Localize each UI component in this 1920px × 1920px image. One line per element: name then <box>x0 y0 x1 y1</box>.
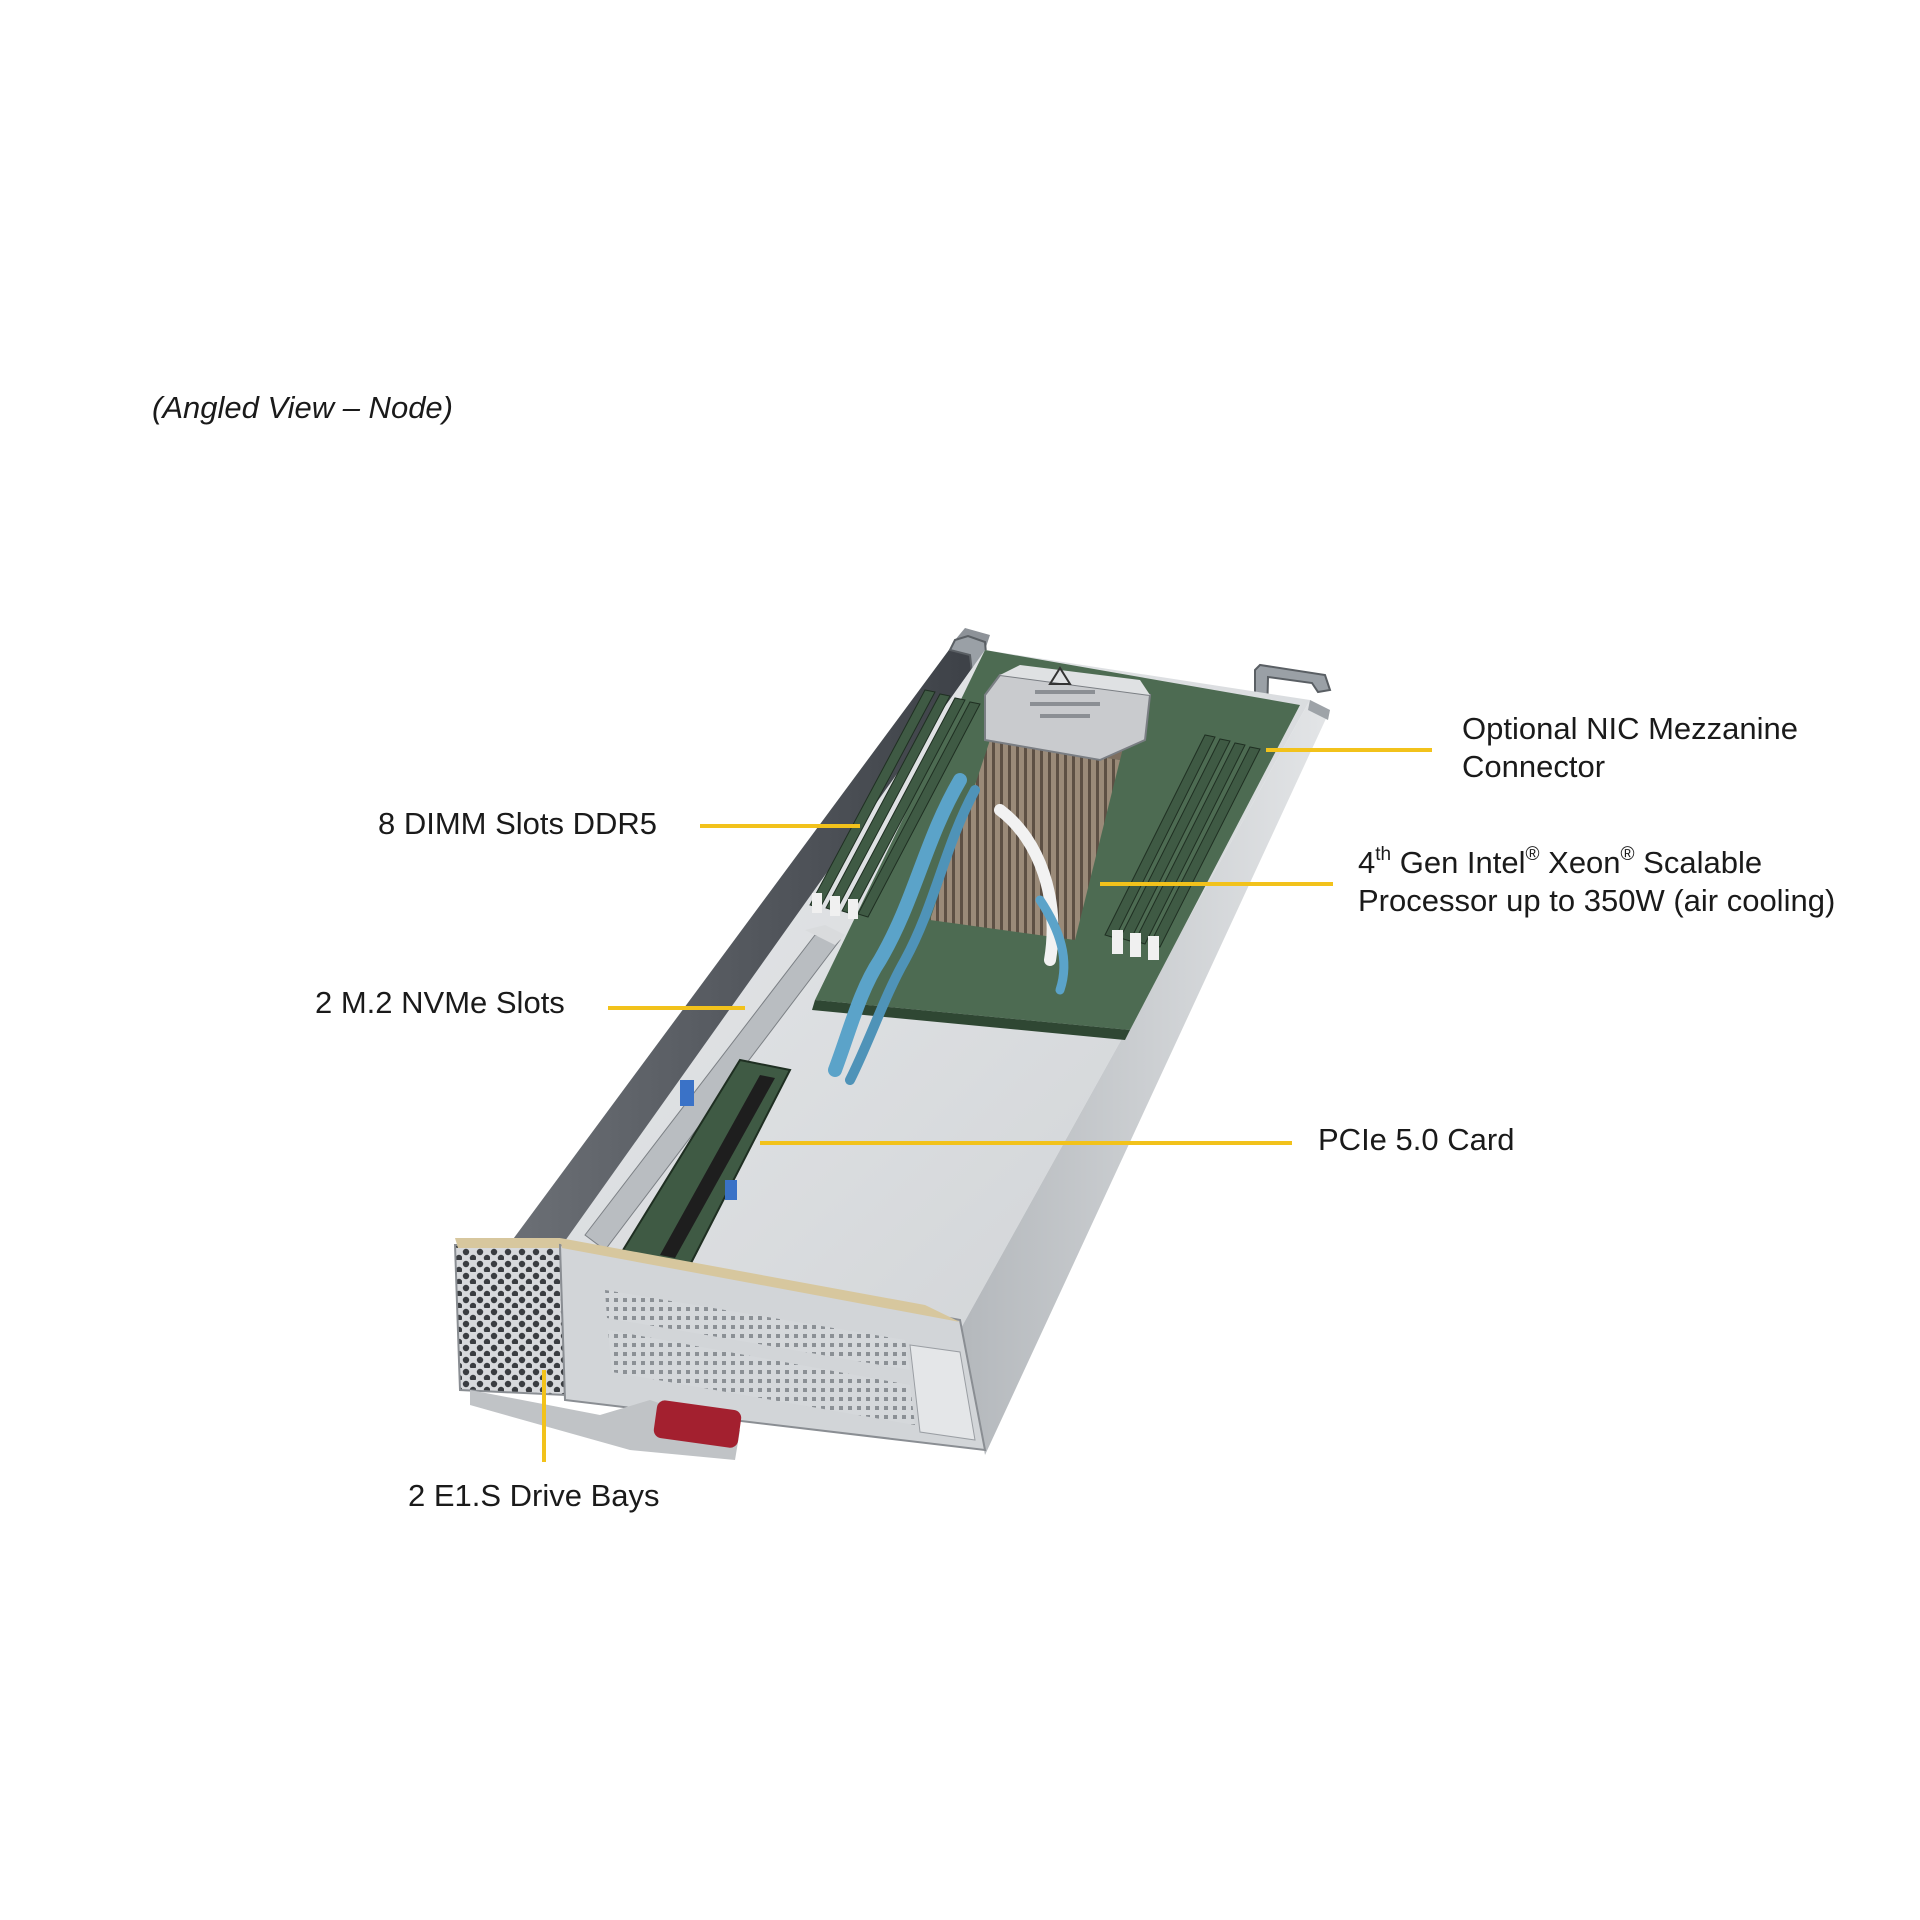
label-m2-slots: 2 M.2 NVMe Slots <box>315 985 565 1020</box>
left-side-rail <box>505 635 985 1250</box>
leader-lines <box>542 748 1432 1462</box>
right-side-wall <box>960 700 1330 1455</box>
front-panel <box>453 1238 987 1460</box>
cable-white <box>994 804 1059 966</box>
cpu-gen-suffix: th <box>1375 843 1392 865</box>
cable-blue-3 <box>1035 895 1069 995</box>
pcie-card <box>618 1058 792 1267</box>
label-e1s-bays: 2 E1.S Drive Bays <box>408 1478 660 1513</box>
view-caption: (Angled View – Node) <box>152 390 453 425</box>
dimm-bank-right <box>1104 734 1261 960</box>
label-cpu-line1: 4th Gen Intel® Xeon® Scalable <box>1358 844 1835 882</box>
server-node <box>453 628 1332 1460</box>
label-processor: 4th Gen Intel® Xeon® Scalable Processor … <box>1358 844 1835 920</box>
cpu-xeon: Xeon <box>1539 845 1621 880</box>
label-nic-line1: Optional NIC Mezzanine <box>1462 711 1798 746</box>
label-pcie-card: PCIe 5.0 Card <box>1318 1122 1515 1157</box>
cpu-gen-number: 4 <box>1358 845 1376 880</box>
registered-mark-2: ® <box>1620 843 1635 865</box>
cable-blue-1 <box>828 773 967 1077</box>
label-dimm-slots: 8 DIMM Slots DDR5 <box>378 806 658 841</box>
cpu-scalable: Scalable <box>1634 845 1763 880</box>
m2-riser-top <box>805 925 845 945</box>
dimm-bank-left <box>809 689 981 919</box>
right-wall-edge <box>1308 700 1330 720</box>
label-nic-line2: Connector <box>1462 749 1606 784</box>
label-cpu-line2: Processor up to 350W (air cooling) <box>1358 883 1836 918</box>
cable-blue-2 <box>845 785 980 1085</box>
motherboard-edge <box>812 1000 1130 1040</box>
registered-mark-1: ® <box>1525 843 1540 865</box>
red-release-tab <box>653 1400 742 1448</box>
cpu-gen-intel: Gen Intel <box>1391 845 1526 880</box>
warning-icon <box>1048 666 1072 685</box>
label-nic-mezzanine: Optional NIC Mezzanine Connector <box>1462 710 1798 786</box>
